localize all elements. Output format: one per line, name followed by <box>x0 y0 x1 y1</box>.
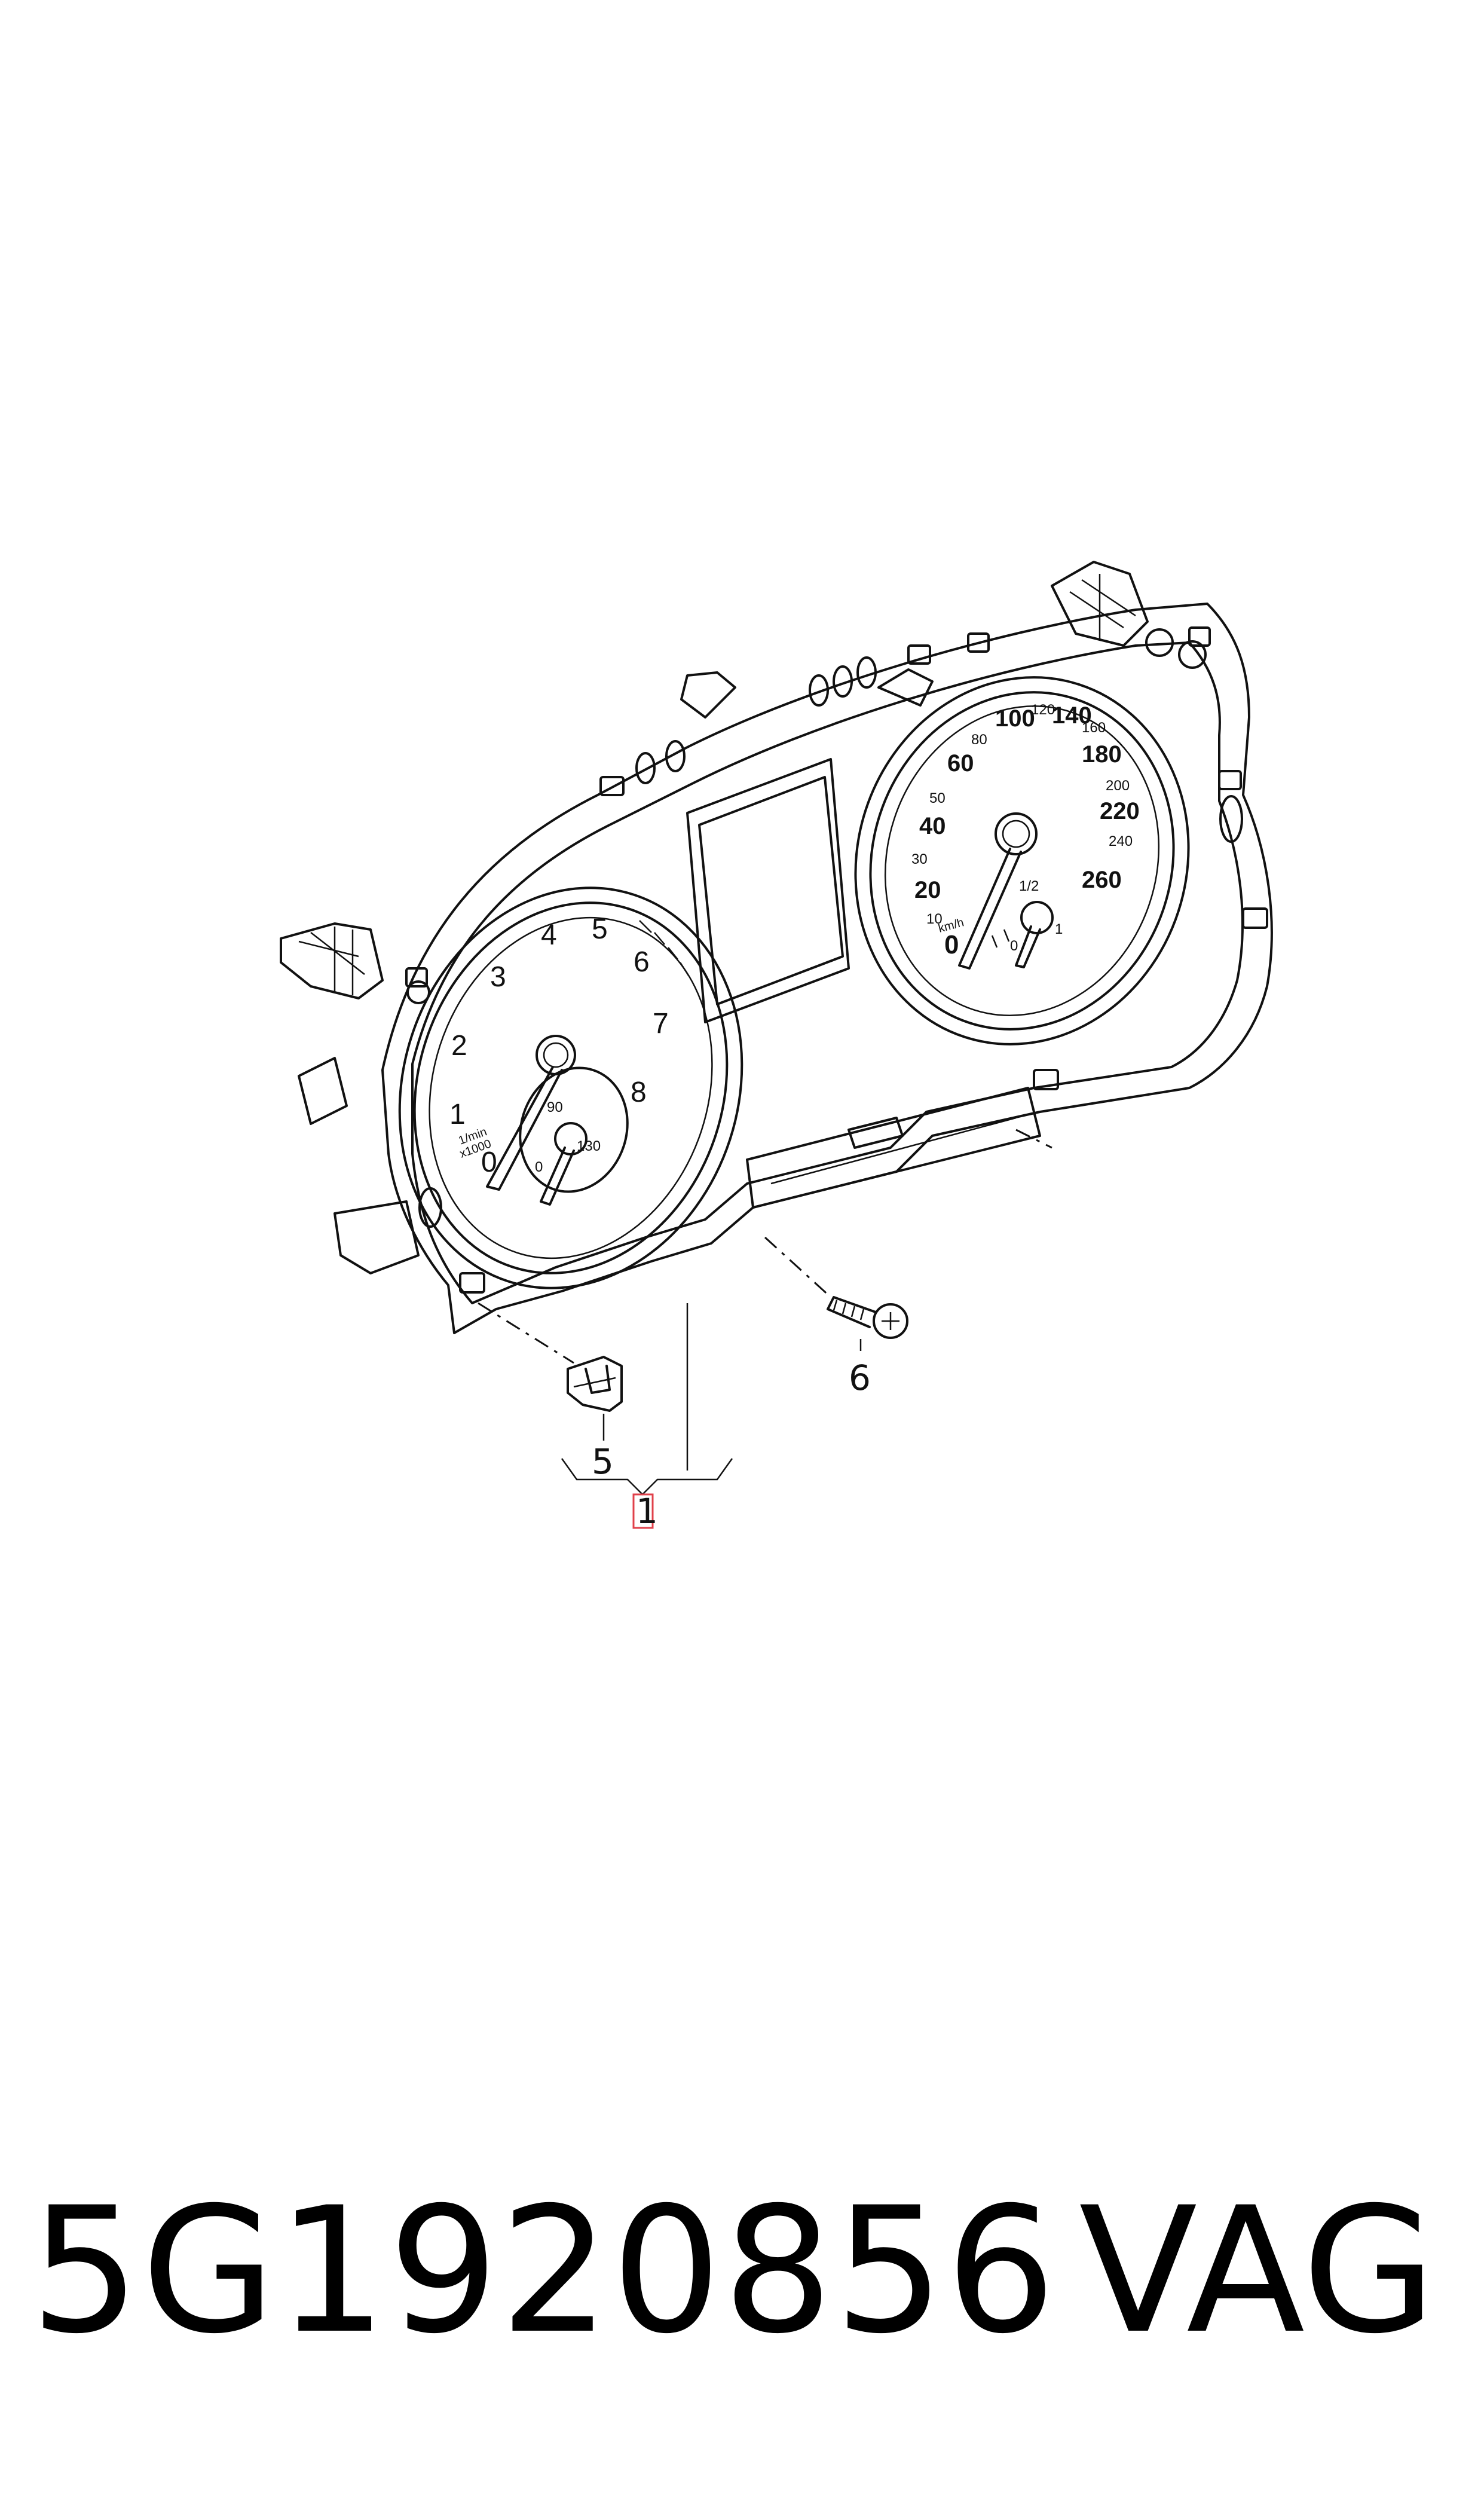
callout-6: 6 <box>849 1358 871 1398</box>
brand-label: VAG <box>1079 2170 1436 2372</box>
temp-label-low: 0 <box>535 1159 543 1175</box>
tach-label-8: 8 <box>631 1077 647 1108</box>
tach-label-2: 2 <box>451 1030 467 1062</box>
callout-1: 1 <box>636 1491 658 1531</box>
tach-label-4: 4 <box>541 919 557 951</box>
tachometer: 0 1 2 3 4 5 6 7 8 1/min x1000 0 90 130 <box>398 886 743 1289</box>
speed-label-50: 50 <box>929 790 946 806</box>
fuel-label-half: 1/2 <box>1019 878 1039 894</box>
speed-label-30: 30 <box>911 851 928 867</box>
part-number: 5G1920856 <box>30 2170 1057 2372</box>
speed-label-160: 160 <box>1082 720 1106 736</box>
speed-label-220: 220 <box>1100 798 1140 824</box>
speed-label-180: 180 <box>1082 741 1122 768</box>
speed-label-120: 120 <box>1031 702 1055 718</box>
tach-label-7: 7 <box>653 1008 669 1040</box>
tach-label-0: 0 <box>481 1147 497 1178</box>
speed-label-80: 80 <box>971 732 987 748</box>
assembly-leader-lines <box>478 1129 1052 1364</box>
callout-1-highlight <box>632 1493 654 1529</box>
tach-label-3: 3 <box>490 961 506 993</box>
fuel-label-empty: 0 <box>1010 938 1018 954</box>
speed-label-20: 20 <box>914 877 941 903</box>
cluster-housing <box>280 561 1273 1334</box>
tach-label-1: 1 <box>449 1099 466 1130</box>
speed-label-200: 200 <box>1106 778 1130 794</box>
tach-label-5: 5 <box>592 913 608 945</box>
speed-label-240: 240 <box>1109 833 1133 849</box>
callout-5: 5 <box>592 1441 614 1482</box>
speed-label-260: 260 <box>1082 867 1122 893</box>
callout-labels: 1 5 6 <box>592 1358 871 1531</box>
mounting-screw <box>827 1296 908 1339</box>
fuel-label-full: 1 <box>1055 921 1063 937</box>
footer: 5G1920856 VAG <box>0 2176 1484 2367</box>
retaining-clip <box>567 1356 623 1412</box>
temp-label-high: 130 <box>577 1138 601 1154</box>
speed-label-0: 0 <box>944 930 959 959</box>
speed-label-40: 40 <box>919 813 946 839</box>
temp-label-mid: 90 <box>547 1099 563 1115</box>
speedometer: 0 10 20 30 40 50 60 80 100 120 140 160 1… <box>854 676 1190 1045</box>
speed-label-100: 100 <box>995 705 1035 732</box>
speed-label-60: 60 <box>947 750 974 776</box>
tach-label-6: 6 <box>634 946 650 978</box>
speed-label-10: 10 <box>926 911 943 927</box>
speed-label-140: 140 <box>1052 702 1092 729</box>
